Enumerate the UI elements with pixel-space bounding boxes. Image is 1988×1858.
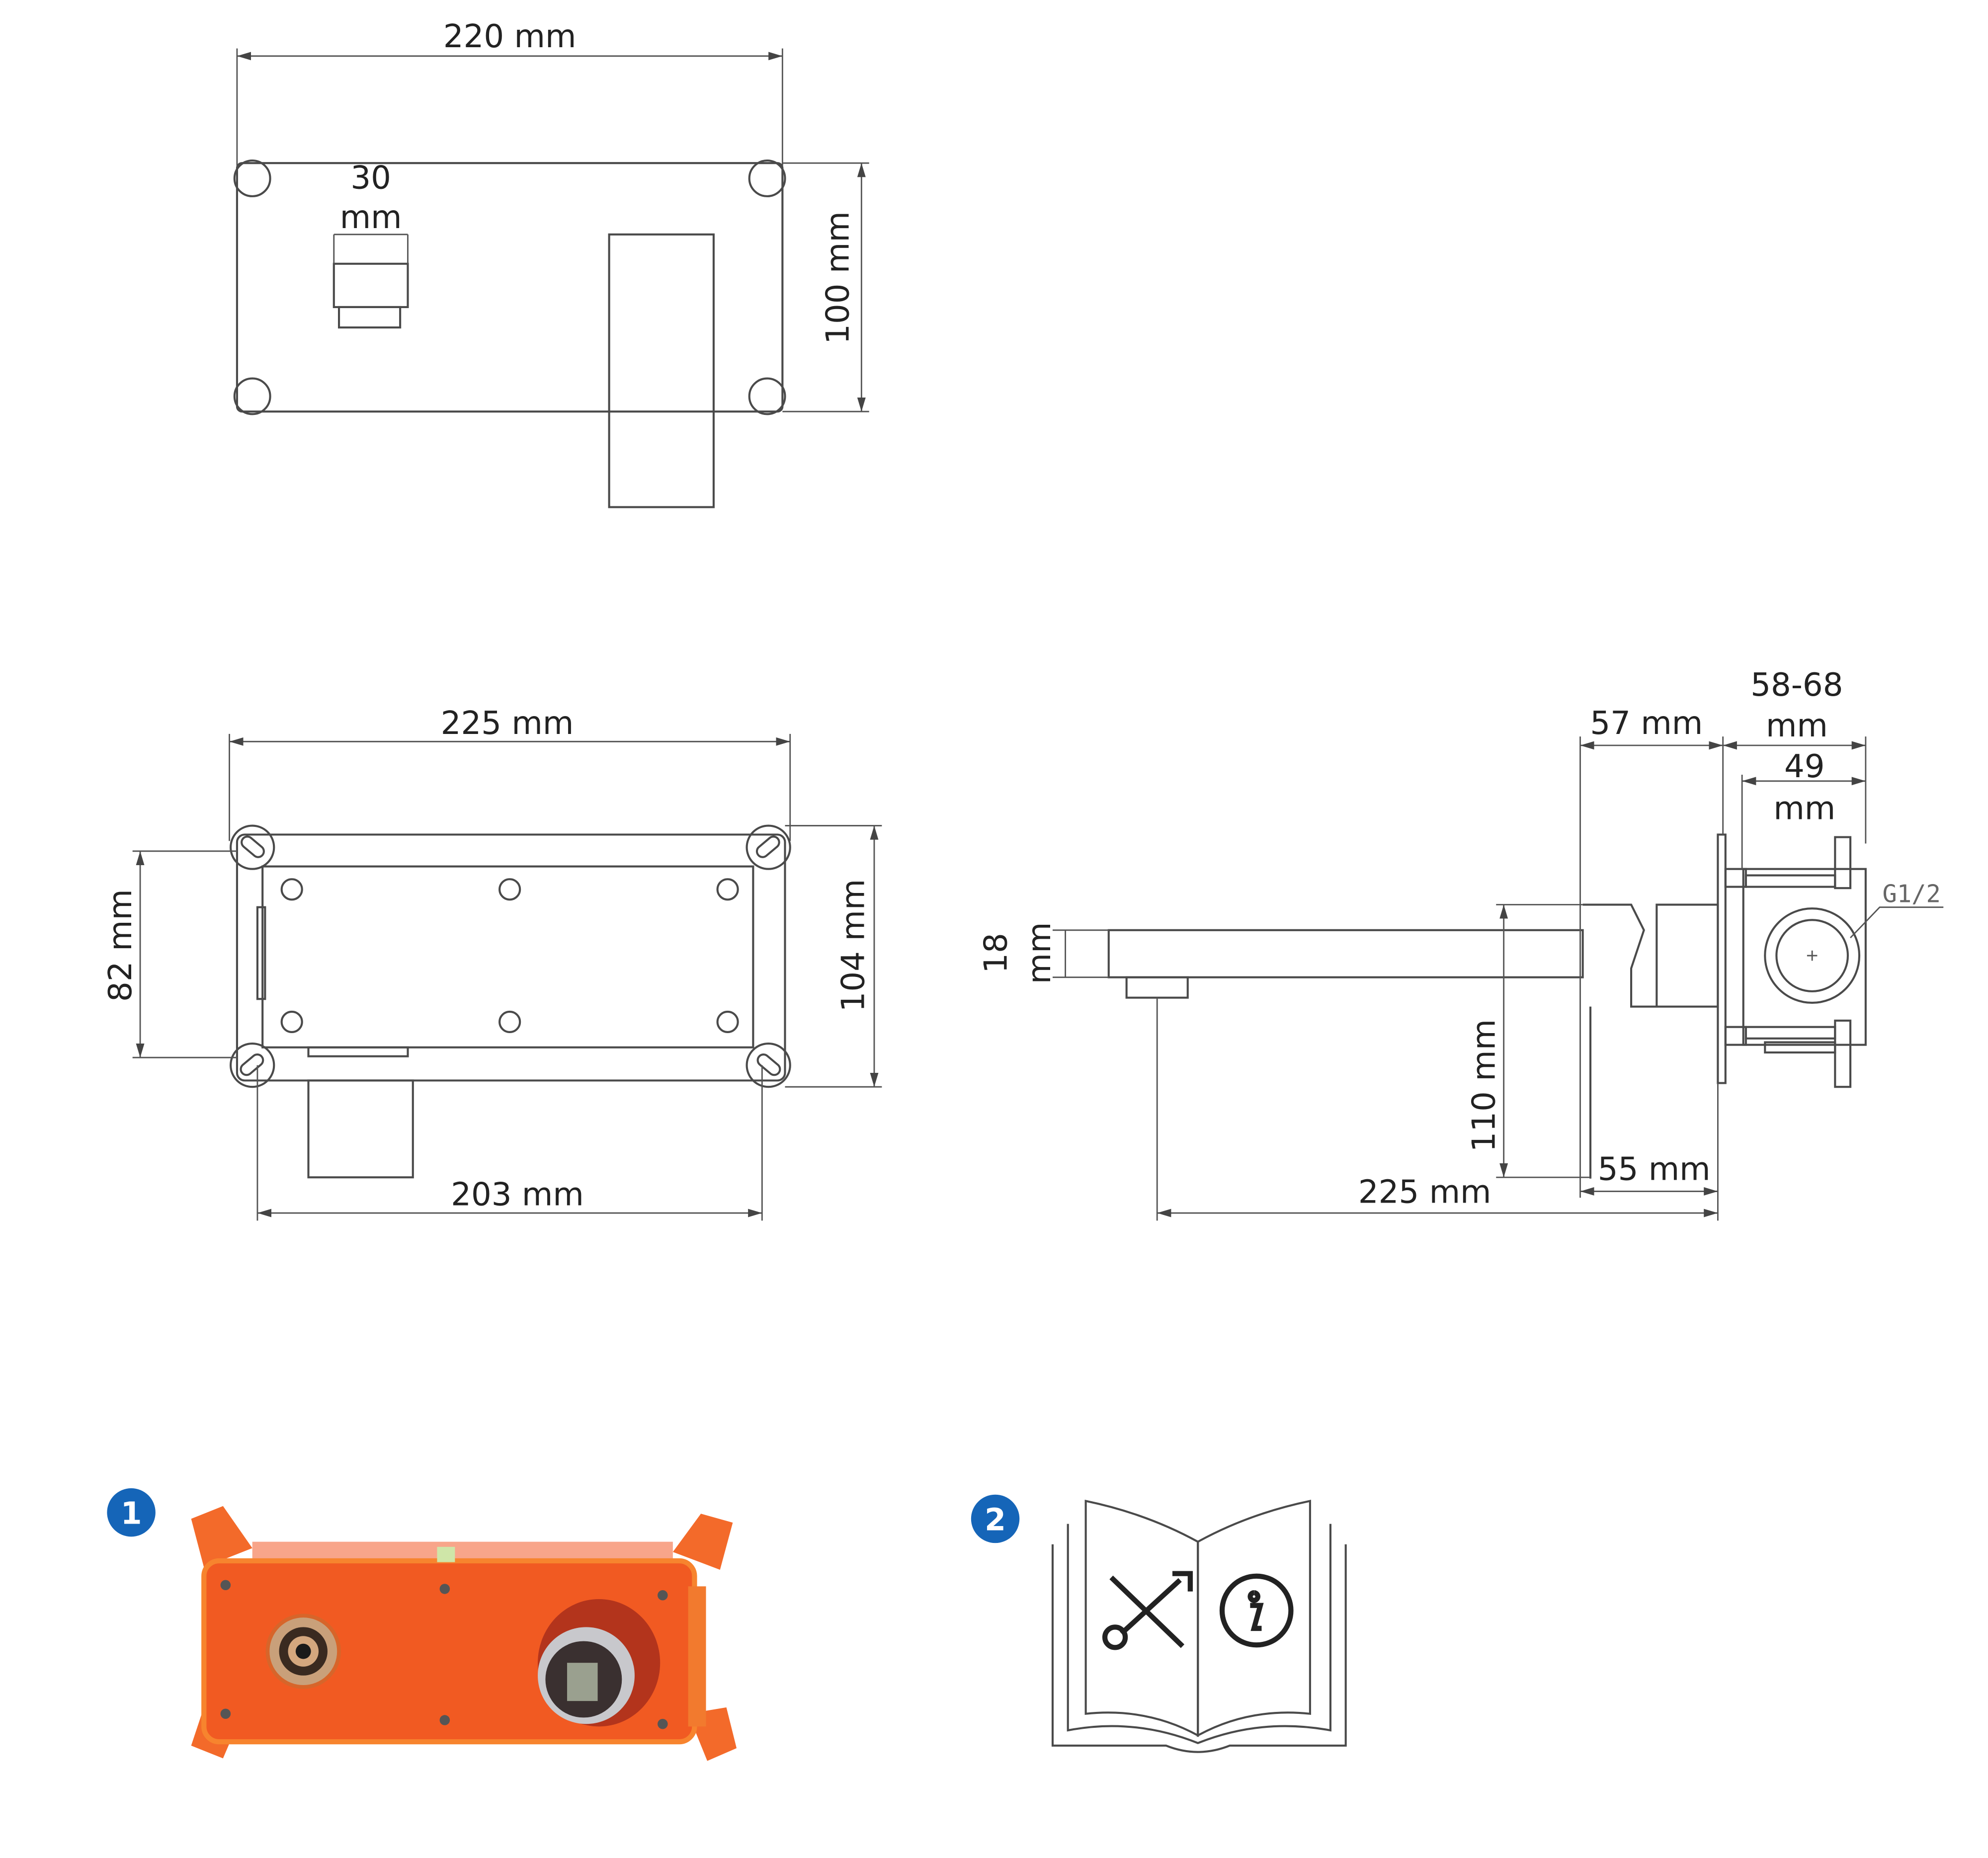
top-view: 220 mm 30 mm 100 mm: [233, 18, 869, 508]
dim-box-inner-height: 82 mm: [102, 889, 139, 1002]
dim-spout-number: 18: [978, 933, 1015, 973]
dim-drop: 110 mm: [1466, 1019, 1503, 1152]
dim-body-depth: 57 mm: [1590, 705, 1703, 742]
dim-hole-spacing: 203 mm: [451, 1177, 584, 1213]
manual-book-icon: [1051, 1500, 1347, 1753]
dim-top-width: 220 mm: [443, 18, 577, 55]
component-manual: 2: [971, 1494, 1347, 1753]
tools-icon: [1102, 1571, 1193, 1650]
dim-top-height: 100 mm: [820, 211, 857, 344]
component-concealed-body: 1: [107, 1488, 737, 1761]
dim-knob-number: 30: [350, 160, 391, 197]
dim-projection: 225 mm: [1358, 1174, 1491, 1211]
orange-box-image: [191, 1506, 737, 1761]
dim-box-depth-number: 58-68: [1750, 667, 1843, 704]
side-view: G1/2 18 mm 57 mm 58-68 mm 49 mm 110 mm 5…: [978, 667, 1944, 1221]
dim-box-height: 104 mm: [835, 879, 872, 1012]
badge-2-label: 2: [985, 1502, 1006, 1538]
badge-1-label: 1: [121, 1496, 142, 1532]
dim-spout-unit: mm: [1021, 922, 1058, 984]
dim-box-depth-unit: mm: [1766, 708, 1828, 744]
dim-box-inner-number: 49: [1784, 748, 1825, 785]
thread-label: G1/2: [1883, 880, 1941, 908]
dim-plate-depth: 55 mm: [1598, 1151, 1711, 1188]
box-front-view: 225 mm 82 mm 104 mm 203 mm: [102, 705, 882, 1221]
dim-box-inner-unit: mm: [1773, 791, 1835, 827]
dim-box-width: 225 mm: [441, 705, 574, 742]
info-icon: [1219, 1573, 1294, 1648]
badge-2: [971, 1494, 1020, 1543]
badge-1: [107, 1488, 156, 1537]
dim-knob-unit: mm: [340, 199, 402, 236]
